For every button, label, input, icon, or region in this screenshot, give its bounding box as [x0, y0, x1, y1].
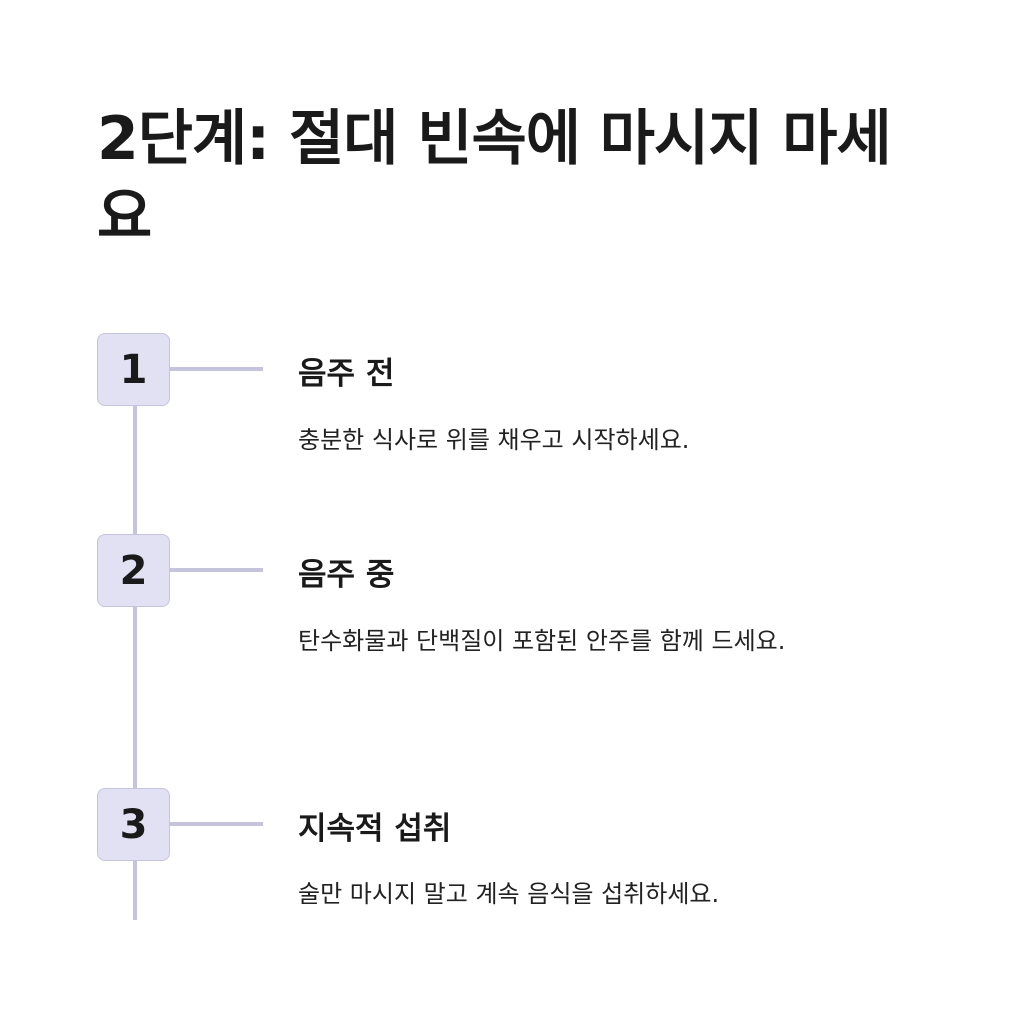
- step-3-heading: 지속적 섭취: [298, 811, 452, 847]
- step-3-connector: [170, 822, 263, 826]
- step-1-connector: [170, 367, 263, 371]
- step-2-description: 탄수화물과 단백질이 포함된 안주를 함께 드세요.: [298, 627, 786, 655]
- step-2-heading: 음주 중: [298, 557, 395, 593]
- step-1-number-box: 1: [97, 333, 170, 406]
- page-title: 2단계: 절대 빈속에 마시지 마세요: [97, 104, 892, 252]
- step-3-description: 술만 마시지 말고 계속 음식을 섭취하세요.: [298, 880, 720, 908]
- step-1-heading: 음주 전: [298, 356, 395, 392]
- step-2-connector: [170, 568, 263, 572]
- step-3-number-box: 3: [97, 788, 170, 861]
- timeline-connector: [133, 405, 137, 920]
- step-1-description: 충분한 식사로 위를 채우고 시작하세요.: [298, 426, 690, 454]
- step-2-number-box: 2: [97, 534, 170, 607]
